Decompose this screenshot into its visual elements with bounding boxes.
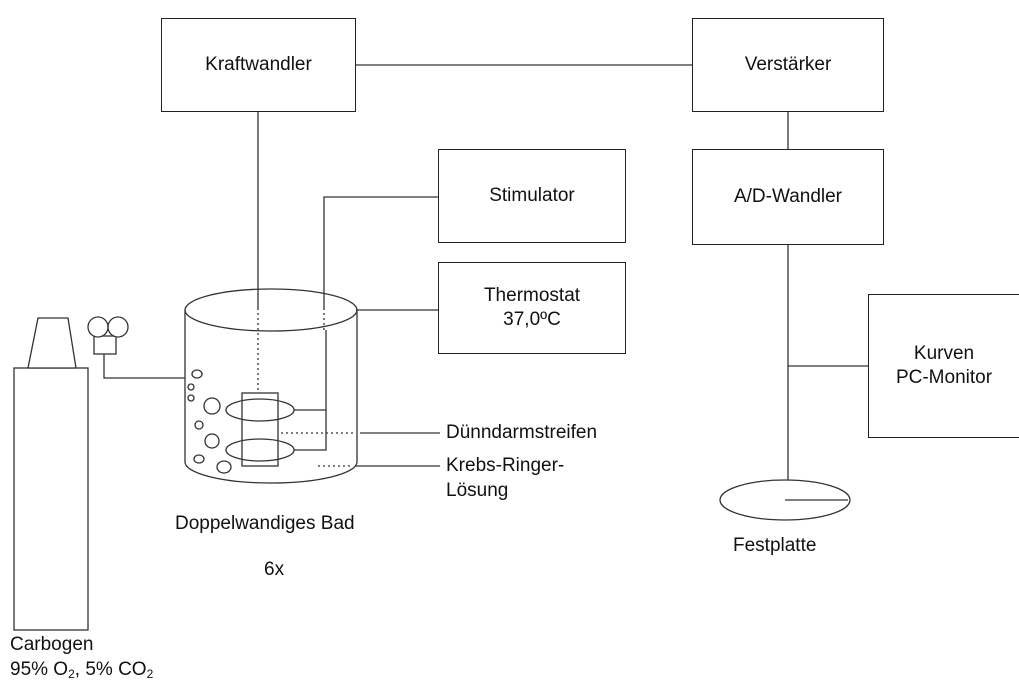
carbogen-co2-text: , 5% CO — [74, 659, 147, 680]
carbogen-o2-subscript: 2 — [68, 667, 75, 681]
holder-frame — [241, 392, 279, 467]
monitor-title: Kurven — [913, 343, 975, 364]
tissue-holder — [225, 330, 327, 467]
ad-wandler-label: A/D-Wandler — [733, 186, 843, 207]
gas-bottle — [13, 367, 89, 631]
electrode-lower — [294, 410, 327, 451]
gas-supply-line — [103, 354, 185, 379]
bath-bottom — [184, 461, 358, 484]
hard-disk — [719, 479, 851, 521]
gas-bubbles — [187, 369, 232, 474]
verstaerker-box: Verstärker — [692, 18, 884, 112]
ad-wandler-box: A/D-Wandler — [692, 149, 884, 245]
pc-monitor-box: Kurven PC-Monitor — [868, 294, 1019, 438]
monitor-subtitle: PC-Monitor — [895, 367, 993, 388]
carbogen-composition: 95% O2, 5% CO2 — [10, 658, 153, 682]
stimulator-box: Stimulator — [438, 149, 626, 243]
krebs-label-line1: Krebs-Ringer- — [446, 455, 565, 476]
pressure-regulator — [93, 335, 117, 355]
kraftwandler-box: Kraftwandler — [161, 18, 356, 112]
carbogen-o2-text: 95% O — [10, 659, 69, 680]
bath-cylinder — [184, 288, 358, 484]
bath-rim — [184, 288, 358, 332]
electrode-upper — [294, 330, 327, 411]
bath-count-label: 6x — [264, 559, 285, 580]
connector-stimulator — [323, 196, 438, 308]
kraftwandler-label: Kraftwandler — [205, 54, 312, 75]
pressure-gauge-right — [107, 316, 129, 338]
krebs-label-line2: Lösung — [446, 480, 509, 501]
duenndarm-label: Dünndarmstreifen — [446, 422, 598, 443]
carbogen-cylinder — [13, 316, 185, 631]
festplatte-label: Festplatte — [733, 535, 817, 556]
carbogen-label: Carbogen — [10, 634, 94, 655]
thermostat-temperature: 37,0ºC — [503, 309, 561, 330]
verstaerker-label: Verstärker — [744, 54, 832, 75]
thermostat-box: Thermostat 37,0ºC — [438, 262, 626, 354]
carbogen-co2-subscript: 2 — [146, 667, 154, 681]
thermostat-title: Thermostat — [483, 285, 581, 306]
pressure-gauge-left — [87, 316, 109, 338]
bottle-valve-cap — [27, 317, 77, 369]
stimulator-label: Stimulator — [489, 185, 575, 206]
bath-label: Doppelwandiges Bad — [175, 513, 355, 534]
